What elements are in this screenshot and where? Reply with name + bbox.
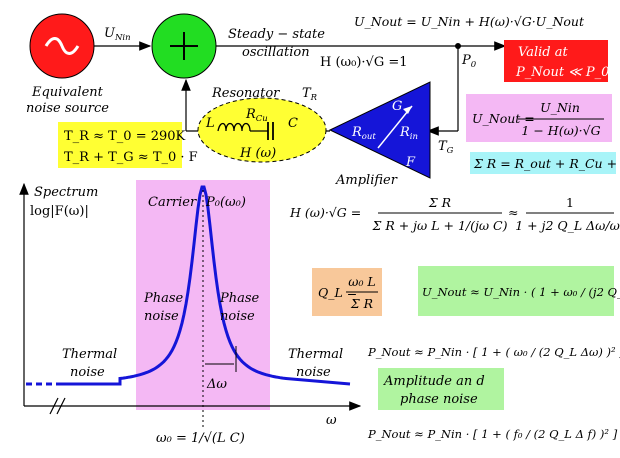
phase-noise-right-1: Phase — [219, 291, 260, 306]
eq-sum-r: Σ R = R_out + R_Cu + R_in — [473, 156, 620, 171]
steady-label-1: Steady − state — [228, 27, 325, 42]
resonator-ellipse — [197, 97, 327, 163]
validity-box — [504, 40, 608, 82]
temperature-line-1: T_R ≈ T_0 = 290K — [64, 129, 186, 144]
amplitude-phase-box — [378, 368, 504, 410]
axis-break-2 — [56, 397, 66, 415]
p0-label: P0 — [461, 53, 477, 70]
amp-rin-label: Rin — [399, 125, 418, 142]
eq-h-den1: Σ R + jω L + 1/(jω C) — [372, 218, 508, 233]
source-label-2: noise source — [26, 101, 109, 116]
amplifier-triangle — [328, 81, 431, 179]
eq-h-num2: 1 — [566, 195, 574, 210]
tg-label: TG — [438, 139, 454, 156]
validity-line-1: Valid at — [518, 45, 568, 60]
eq-pnout-2: P_Nout ≈ P_Nin · [ 1 + ( f₀ / (2 Q_L Δ f… — [367, 427, 618, 441]
resonator-label: Resonator — [211, 86, 280, 101]
spectrum-ylabel-1: Spectrum — [34, 185, 98, 200]
thermal-noise-right-1: Thermal — [288, 347, 343, 362]
green-equation-box — [418, 266, 614, 316]
omega0-label: ω₀ = 1/√(L C) — [156, 431, 245, 446]
amp-rout-label: Rout — [351, 125, 376, 142]
amp-gain-arrow — [377, 105, 413, 149]
spectrum-curve — [58, 185, 351, 386]
eq-unout-frac-num: U_Nin — [540, 100, 580, 115]
tr-label: TR — [302, 86, 318, 103]
amplitude-phase-line-2: phase noise — [400, 392, 478, 407]
amplitude-phase-line-1: Amplitude an d — [383, 374, 485, 389]
delta-omega-label: Δω — [206, 377, 227, 392]
thermal-noise-left-2: noise — [70, 365, 105, 380]
inductor-coil — [217, 122, 251, 132]
axis-break-1 — [49, 397, 59, 415]
carrier-label: Carrier — [148, 195, 197, 210]
eq-pnout-1: P_Nout ≈ P_Nin · [ 1 + ( ω₀ / (2 Q_L Δω)… — [367, 345, 620, 359]
eq-h-den2: 1 + j2 Q_L Δω/ω₀ — [515, 218, 620, 233]
phase-noise-right-2: noise — [220, 309, 255, 324]
thermal-noise-right-2: noise — [296, 365, 331, 380]
pink-equation-box — [466, 94, 612, 142]
eq-ql-den: Σ R — [350, 296, 373, 311]
eq-ql-lhs: Q_L = — [318, 285, 357, 300]
amp-gain-arrowhead — [403, 106, 412, 114]
h-condition: H (ω₀)·√G =1 — [320, 55, 408, 70]
phase-noise-left-2: noise — [144, 309, 179, 324]
eq-unout-frac-den: 1 − H(ω)·√G — [521, 123, 600, 138]
eq-h-approx: ≈ — [508, 205, 518, 220]
amp-g-label: G — [392, 99, 402, 114]
eq-unout-sum: U_Nout = U_Nin + H(ω)·√G·U_Nout — [354, 14, 585, 29]
eq-unout-approx: U_Nout ≈ U_Nin · ( 1 + ω₀ / (j2 Q_L Δω) … — [422, 285, 620, 299]
spectrum-ylabel-2: log|F(ω)| — [30, 204, 89, 219]
steady-label-2: oscillation — [242, 45, 310, 60]
phase-noise-left-1: Phase — [143, 291, 184, 306]
amplifier-label: Amplifier — [335, 173, 398, 188]
temperature-line-2: T_R + T_G ≈ T_0 · F — [64, 150, 198, 165]
source-label-1: Equivalent — [31, 85, 104, 100]
h-omega-label: H (ω) — [239, 146, 276, 161]
temperature-box — [58, 122, 182, 168]
capacitor-c-label: C — [288, 116, 298, 131]
eq-unout-frac-lhs: U_Nout = — [472, 111, 535, 126]
cyan-equation-box — [470, 152, 616, 174]
unin-label: UNin — [104, 26, 131, 43]
tilde-icon — [44, 37, 80, 55]
inductor-l-label: L — [205, 116, 215, 131]
eq-h-lhs: H (ω)·√G = — [289, 205, 361, 220]
spectrum-xlabel: ω — [326, 413, 337, 428]
rcu-label: RCu — [245, 107, 268, 124]
amp-f-label: F — [405, 155, 416, 170]
eq-h-num1: Σ R — [428, 195, 451, 210]
validity-line-2: P_Nout ≪ P_0 — [515, 65, 609, 80]
eq-ql-num: ω₀ L — [348, 274, 375, 289]
carrier-p0-label: P₀(ω₀) — [205, 195, 246, 210]
thermal-noise-left-1: Thermal — [62, 347, 117, 362]
